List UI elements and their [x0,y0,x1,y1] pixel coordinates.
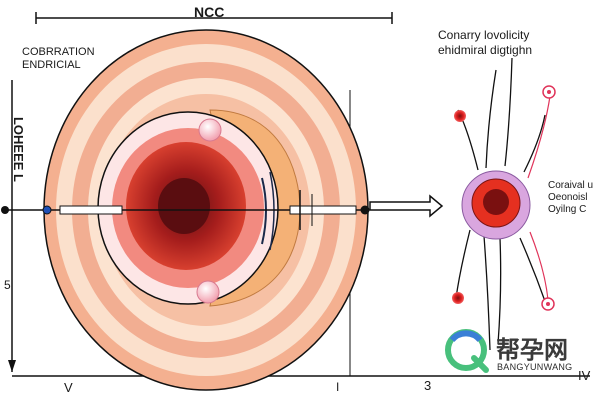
bottom-label-2: I [336,380,340,394]
bottom-label-4: IV [578,368,591,383]
horizontal-axis-arrow [1,190,444,230]
right-top-label: Conarry lovolicity ehidmiral digtighn [438,28,533,57]
watermark-logo-icon [445,329,489,373]
left-mid-label: 5 [4,278,11,292]
top-label: NCC [194,4,225,20]
upper-left-label: COBRRATION ENDRICIAL [22,46,95,71]
vertical-left-label: LOHEEE L [11,116,27,183]
bottom-label-3: 3 [424,378,432,393]
left-axis [8,80,16,372]
right-mid-label: Coraival u Oeonoisl Oyilng C [548,180,594,215]
bottom-label-1: V [64,380,73,395]
watermark-text: 帮孕网 [496,336,568,364]
node-diagram [452,57,556,351]
top-dimension-line [35,12,393,24]
watermark-subtext: BANGYUNWANG [497,362,573,372]
